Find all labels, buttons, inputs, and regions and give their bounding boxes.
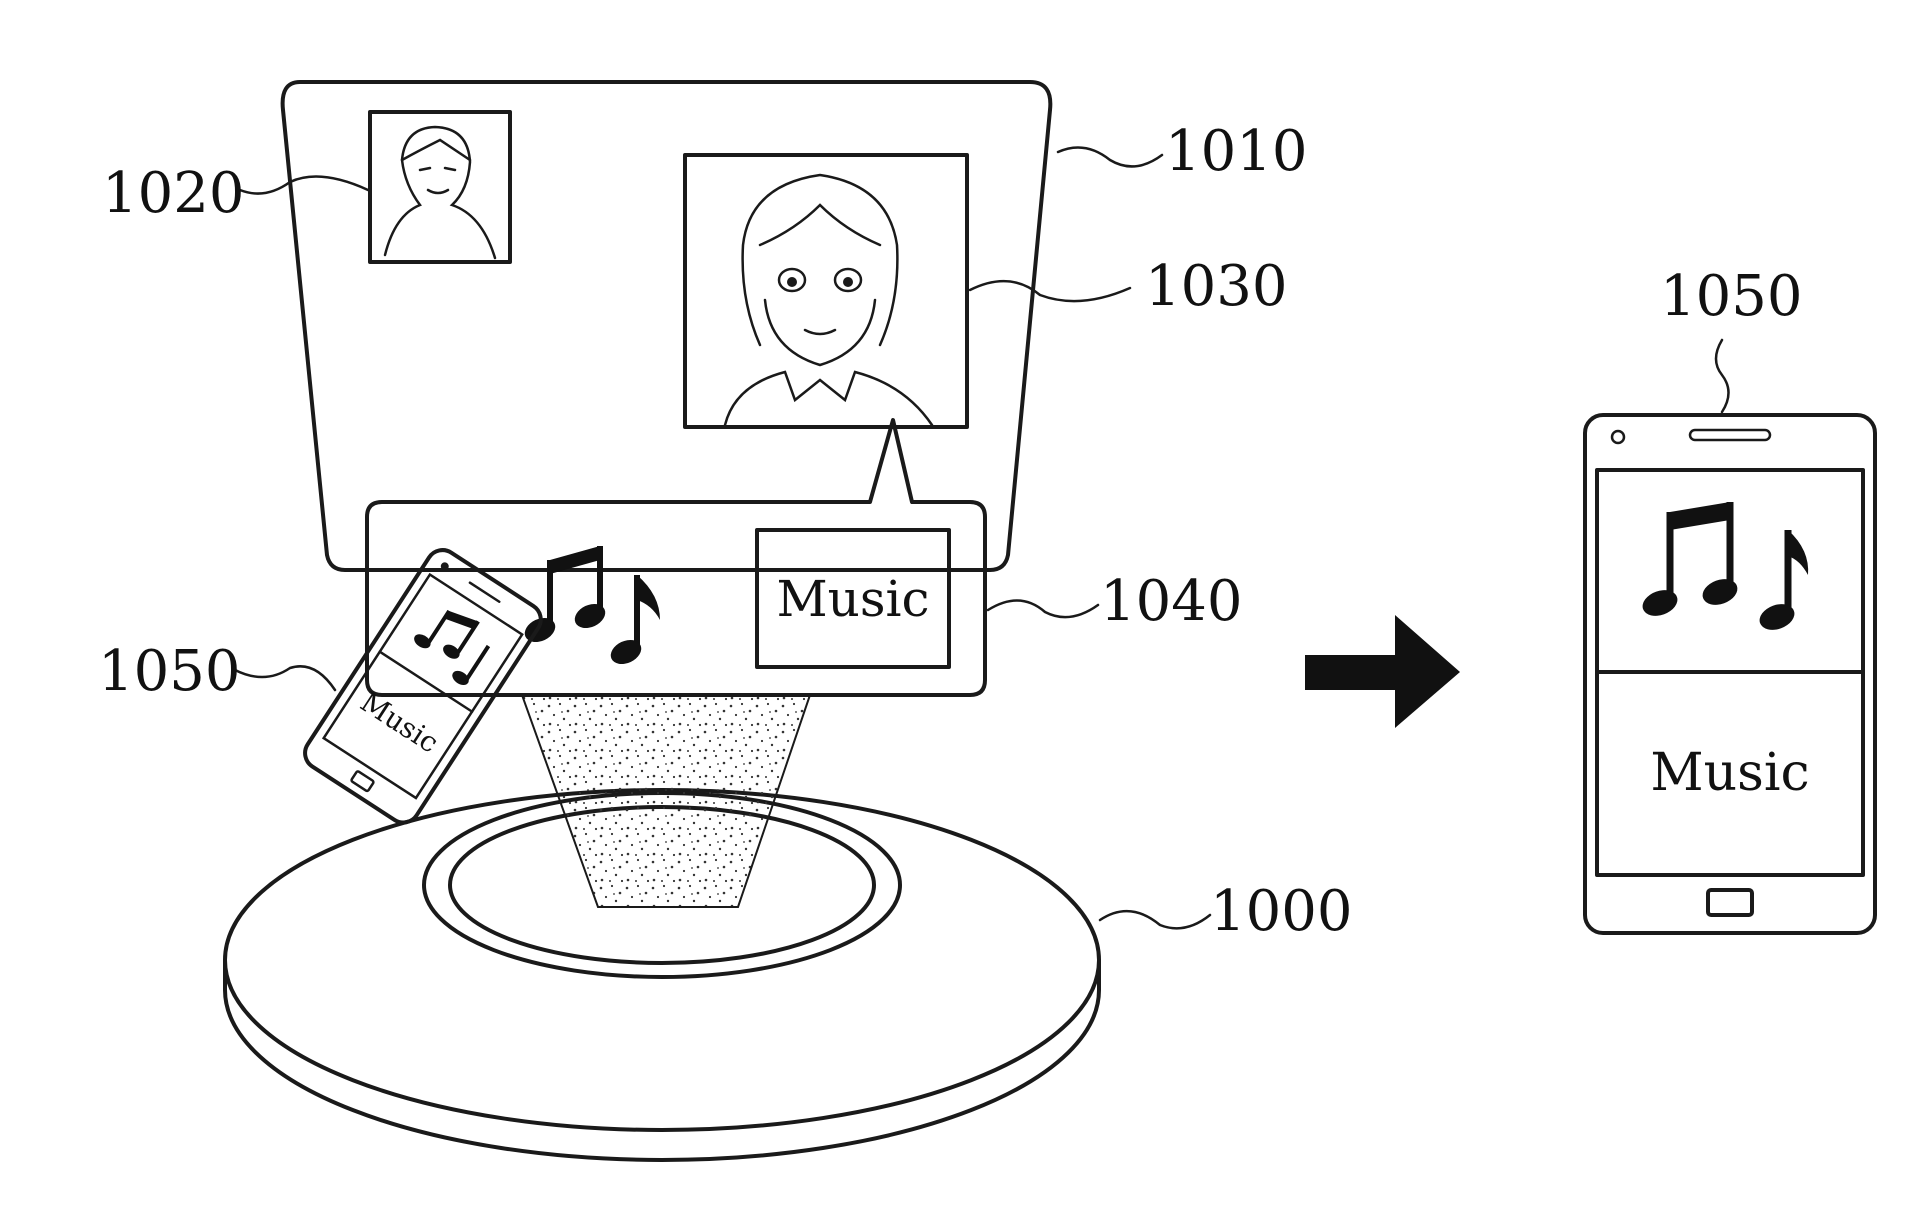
label-1020: 1020 xyxy=(102,161,245,226)
leader-lines xyxy=(233,146,1730,930)
label-1010: 1010 xyxy=(1165,119,1308,184)
large-portrait xyxy=(683,153,969,429)
hologram-panel xyxy=(280,80,1053,572)
label-1000: 1000 xyxy=(1210,879,1353,944)
music-notes-icon xyxy=(1642,502,1809,630)
phone-tilted: Music xyxy=(303,548,543,825)
label-1040: 1040 xyxy=(1100,569,1243,634)
label-1030: 1030 xyxy=(1145,254,1288,319)
projection-beam xyxy=(520,694,812,908)
phone-right-music-label: Music xyxy=(1650,743,1809,803)
bubble-music-label: Music xyxy=(776,570,929,628)
content-bubble: Music xyxy=(365,418,987,697)
arrow-right-icon xyxy=(1305,615,1460,728)
label-1050-left: 1050 xyxy=(98,639,241,704)
label-1050-right: 1050 xyxy=(1660,264,1803,329)
phone-right: Music xyxy=(1583,413,1877,935)
music-notes-icon xyxy=(414,609,491,685)
small-portrait xyxy=(368,110,512,264)
music-notes-icon xyxy=(524,546,660,665)
